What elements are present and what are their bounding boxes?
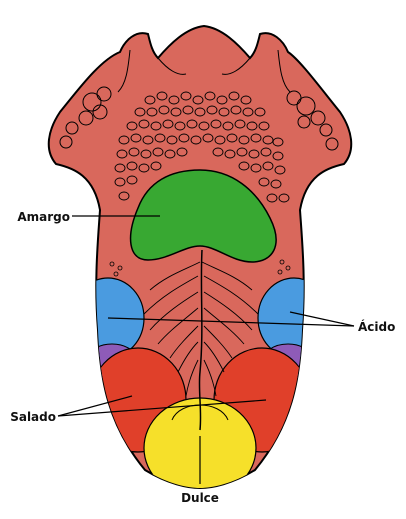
salty-label: Salado (10, 410, 56, 424)
bitter-label: Amargo (17, 210, 70, 224)
sour-label: Ácido (358, 319, 395, 334)
sweet-label: Dulce (181, 491, 219, 505)
